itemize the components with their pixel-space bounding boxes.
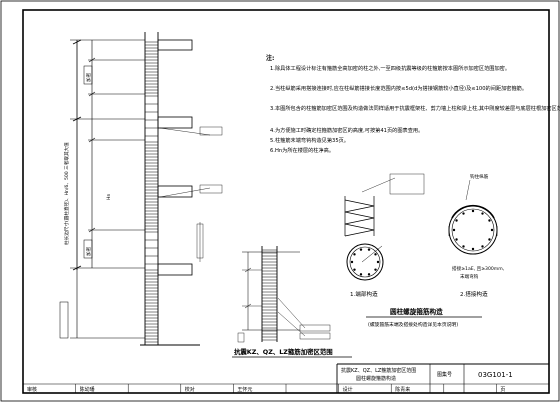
end-hook-note: 末端弯钩 (460, 273, 479, 280)
note-item-3: 3.本图所包含的柱箍筋加密区范围及构造做法同样适用于抗震框架柱、剪力墙上柱和梁上… (270, 104, 560, 112)
hook-note: 钩住纵筋 (470, 173, 489, 180)
overlap-note: 搭接≥1aE, 且≥300mm, (452, 265, 505, 272)
title-block-cell: 设计 (343, 386, 353, 393)
title-block-cell: 校对 (185, 386, 195, 393)
title-block: 抗震KZ、QZ、LZ箍筋加密区范围 圆柱螺旋箍筋构造 图集号 03G101-1 … (23, 363, 549, 393)
title-block-cell: 陈青来 (395, 386, 410, 393)
note-item-2: 2.当柱纵筋采用搭接连接时,应在柱纵筋搭接长度范围内按≤5d(d为搭接钢筋较小直… (270, 84, 527, 92)
dense-label-1: 加密 (85, 72, 92, 82)
dense-zone-note: 柱长边尺寸(圆柱直径)、Hn/6、500 三者取其大值 (63, 142, 70, 245)
right-drawing-title: 圆柱螺旋箍筋构造 (390, 307, 443, 316)
spiral-stirrup-details: 1.端部构造 钩住纵筋 搭接≥1aE, 且≥300mm, 末端弯钩 2.搭接构造… (344, 173, 505, 328)
title-block-cell: 页 (500, 387, 505, 393)
note-item-6: 6.Hn为所在楼层的柱净高。 (270, 146, 334, 154)
clear-height-note: Hn (106, 194, 112, 200)
circular-section-end (346, 243, 384, 281)
note-item-1: 1.除具体工程设计标注有箍筋全高加密的柱之外,一至四级抗震等级的柱箍筋按本图所示… (270, 64, 510, 72)
atlas-number: 03G101-1 (478, 371, 513, 379)
right-drawing-subtitle: (螺旋箍筋末端及搭接处构造详见本页说明) (368, 321, 458, 328)
title-block-cell: 王怀元 (237, 386, 252, 393)
notes-heading: 注: (266, 54, 274, 62)
left-drawing-title: 抗震KZ、QZ、LZ箍筋加密区范围 (234, 347, 333, 356)
small-column-detail (237, 246, 331, 343)
title-block-cell: 陈幼璠 (80, 386, 95, 393)
label-end-detail: 1.端部构造 (350, 290, 378, 298)
atlas-label: 图集号 (437, 371, 452, 378)
column-elevation: 加密 加密 柱长边尺寸(圆柱直径)、Hn/6、500 三者取其大值 Hn (59, 32, 223, 346)
title-line-2: 圆柱螺旋箍筋构造 (356, 375, 396, 382)
label-overlap-detail: 2.搭接构造 (460, 290, 488, 298)
title-block-cell: 审核 (27, 386, 37, 393)
dense-label-2: 加密 (85, 246, 92, 256)
note-item-5: 5.柱箍筋末端弯钩构造见第35页。 (270, 136, 349, 144)
note-item-4: 4.为方便施工时确定柱箍筋加密区的高度,可按第41页的图表查用。 (270, 126, 423, 134)
general-notes: 注: 1.除具体工程设计标注有箍筋全高加密的柱之外,一至四级抗震等级的柱箍筋按本… (266, 54, 560, 154)
title-line-1: 抗震KZ、QZ、LZ箍筋加密区范围 (341, 367, 416, 374)
